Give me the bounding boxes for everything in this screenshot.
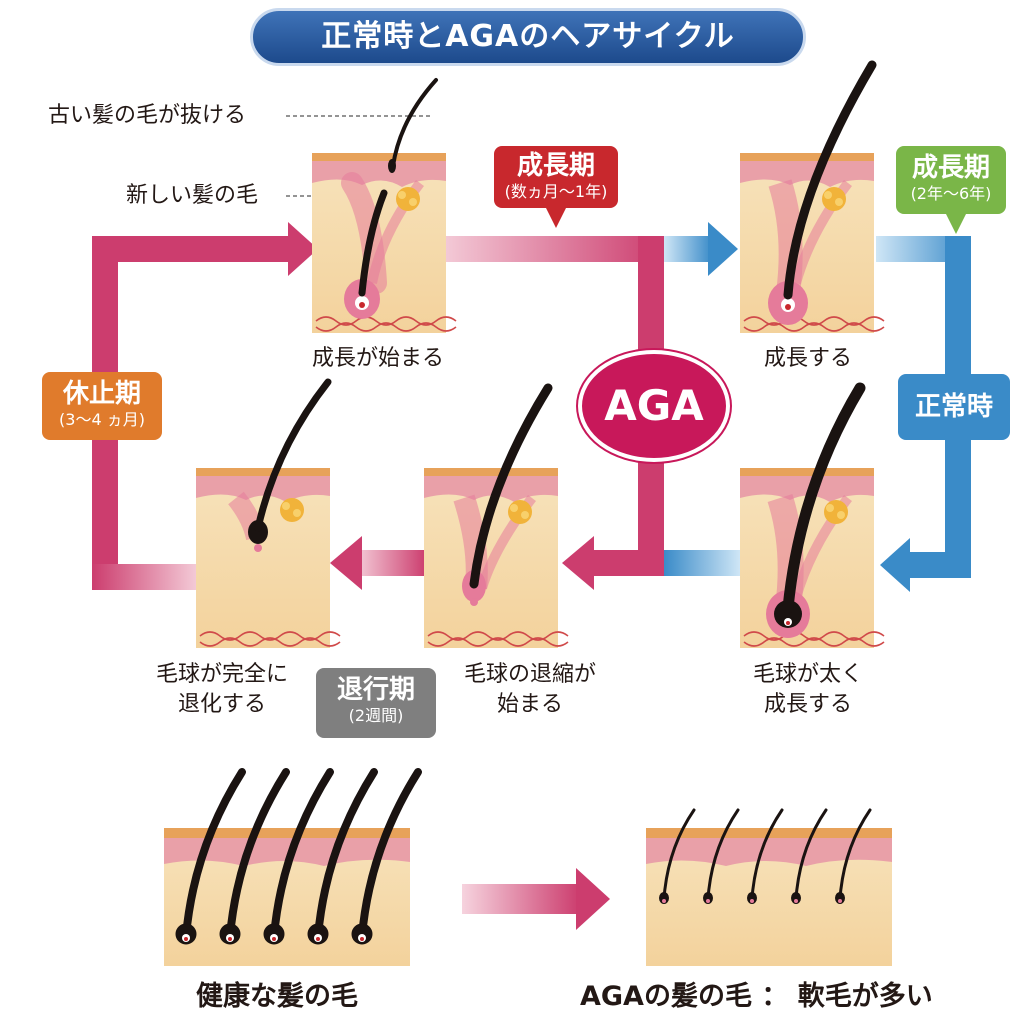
- panel-grow: [739, 60, 885, 334]
- rest-phase-label: 休止期: [62, 379, 141, 409]
- caption-bulb-thick-line2: 成長する: [763, 692, 852, 717]
- rest-phase-badge: 休止期 (3〜4 ヵ月): [42, 372, 162, 440]
- panel-bulb-thick: [739, 382, 885, 649]
- caption-bulb-shrink: 毛球の退縮が 始まる: [440, 660, 620, 720]
- panel-growth-start: [311, 152, 457, 334]
- caption-bulb-regress-line2: 退化する: [177, 692, 266, 717]
- aga-growth-phase-duration: (数ヵ月〜1年): [504, 182, 608, 201]
- caption-bulb-shrink-line2: 始まる: [496, 692, 563, 717]
- regression-arrows: [330, 536, 740, 590]
- caption-bulb-regress: 毛球が完全に 退化する: [132, 660, 312, 720]
- regression-phase-duration: (2週間): [348, 706, 404, 725]
- normal-growth-phase-label: 成長期: [911, 153, 990, 183]
- comparison-arrow: [462, 868, 610, 930]
- caption-bulb-regress-line1: 毛球が完全に: [155, 662, 288, 687]
- caption-bulb-shrink-line1: 毛球の退縮が: [463, 662, 596, 687]
- panel-bulb-regress: [195, 378, 341, 649]
- caption-bulb-thick: 毛球が太く 成長する: [728, 660, 888, 720]
- caption-grow: 成長する: [763, 346, 852, 371]
- regression-phase-badge: 退行期 (2週間): [316, 668, 436, 738]
- normal-growth-phase-duration: (2年〜6年): [910, 184, 992, 203]
- normal-state-badge: 正常時: [898, 374, 1010, 440]
- healthy-hair-caption: 健康な髪の毛: [196, 981, 358, 1012]
- aga-hair-caption: AGAの髪の毛 ： 軟毛が多い: [580, 981, 933, 1012]
- rest-phase-duration: (3〜4 ヵ月): [59, 410, 145, 429]
- aga-growth-phase-badge: 成長期 (数ヵ月〜1年): [494, 146, 618, 208]
- regression-phase-label: 退行期: [336, 675, 415, 705]
- aga-hair-panel: [646, 808, 892, 966]
- caption-growth-start: 成長が始まる: [311, 346, 444, 371]
- old-hair-callout: 古い髪の毛が抜ける: [48, 103, 247, 128]
- normal-growth-phase-badge: 成長期 (2年〜6年): [896, 146, 1006, 214]
- caption-bulb-thick-line1: 毛球が太く: [752, 662, 863, 687]
- healthy-hair-panel: [164, 768, 422, 966]
- new-hair-callout: 新しい髪の毛: [126, 183, 259, 208]
- panel-bulb-shrink: [423, 383, 569, 649]
- normal-state-label: 正常時: [914, 392, 993, 422]
- aga-growth-phase-label: 成長期: [516, 151, 595, 181]
- page-title: 正常時とAGAのヘアサイクル: [250, 8, 806, 66]
- aga-label-ellipse: AGA: [578, 350, 730, 462]
